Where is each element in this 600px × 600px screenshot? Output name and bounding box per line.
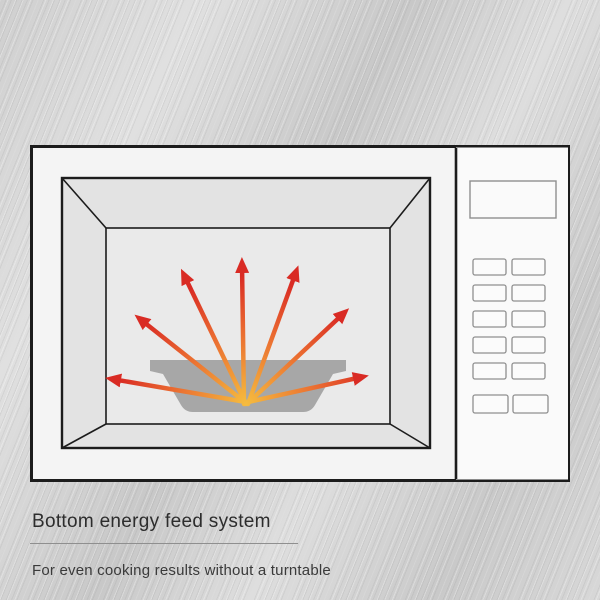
energy-arrow-left bbox=[105, 373, 249, 405]
caption-divider bbox=[30, 543, 298, 544]
panel-button bbox=[472, 284, 507, 302]
button-grid bbox=[472, 258, 549, 414]
panel-button bbox=[511, 310, 546, 328]
caption-subtitle: For even cooking results without a turnt… bbox=[32, 562, 331, 579]
bowl bbox=[150, 360, 346, 412]
perspective-line-bottom-right bbox=[389, 423, 431, 449]
panel-button bbox=[472, 362, 507, 380]
energy-arrow-up bbox=[235, 257, 250, 407]
panel-button bbox=[511, 284, 546, 302]
panel-button bbox=[512, 394, 549, 414]
caption-title: Bottom energy feed system bbox=[32, 511, 271, 532]
panel-button bbox=[472, 258, 507, 276]
panel-button bbox=[472, 310, 507, 328]
display-window bbox=[469, 180, 557, 219]
panel-button bbox=[511, 258, 546, 276]
panel-button bbox=[472, 336, 507, 354]
perspective-line-bottom-left bbox=[61, 423, 107, 449]
energy-arrow-upper-left bbox=[134, 314, 249, 406]
energy-arrow-group bbox=[105, 257, 369, 407]
perspective-line-top-left bbox=[61, 177, 107, 229]
energy-arrow-upper-right bbox=[245, 308, 350, 406]
energy-arrow-up-left bbox=[180, 268, 249, 407]
panel-button bbox=[511, 362, 546, 380]
panel-button bbox=[511, 336, 546, 354]
energy-arrow-up-right bbox=[245, 265, 300, 407]
energy-arrow-right bbox=[245, 372, 369, 405]
perspective-line-top-right bbox=[389, 177, 431, 229]
panel-button bbox=[472, 394, 509, 414]
